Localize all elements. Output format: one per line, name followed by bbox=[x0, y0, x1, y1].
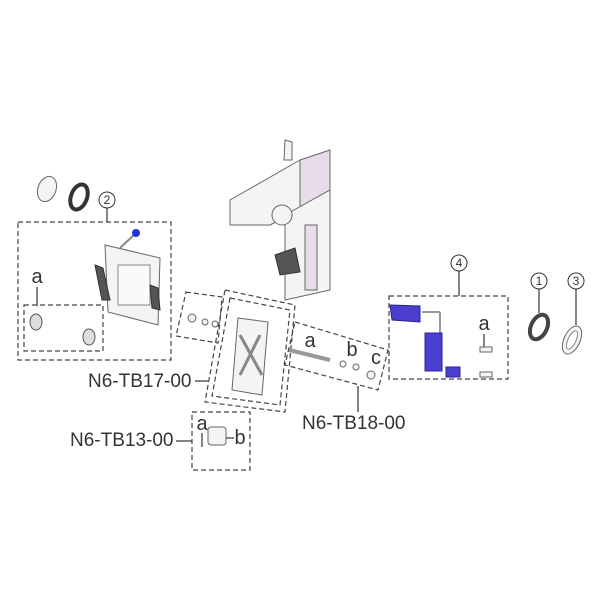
tb17-group: N6-TB17-00 bbox=[88, 289, 296, 413]
item-2-group: 2 a bbox=[17, 191, 172, 361]
callout-4: 4 bbox=[456, 256, 463, 270]
part-number-tb18: N6-TB18-00 bbox=[302, 413, 406, 434]
washer-flat bbox=[36, 175, 58, 203]
tb18-group: a b c N6-TB18-00 bbox=[284, 321, 406, 434]
seal-ring bbox=[68, 182, 90, 212]
spring bbox=[29, 313, 43, 331]
callout-1: 1 bbox=[536, 274, 543, 288]
item-1-group: 1 bbox=[527, 272, 551, 342]
item-4-group: 4 a bbox=[388, 254, 509, 380]
label-a: a bbox=[31, 266, 43, 288]
part-number-tb13: N6-TB13-00 bbox=[70, 430, 174, 451]
item-3-group: 3 bbox=[561, 272, 585, 355]
callout-2: 2 bbox=[104, 193, 111, 207]
label-b: b bbox=[234, 427, 245, 449]
part-number-tb17: N6-TB17-00 bbox=[88, 371, 192, 392]
label-a: a bbox=[196, 413, 208, 435]
label-b: b bbox=[346, 339, 357, 361]
label-a: a bbox=[478, 313, 490, 335]
callout-3: 3 bbox=[573, 274, 580, 288]
spring bbox=[82, 328, 96, 346]
pin bbox=[288, 348, 331, 362]
blue-knob bbox=[132, 229, 140, 237]
nut bbox=[366, 370, 376, 380]
label-a: a bbox=[304, 330, 316, 352]
main-housing-part bbox=[229, 139, 331, 301]
label-c: c bbox=[371, 347, 381, 369]
tb13-group: a b N6-TB13-00 bbox=[70, 411, 251, 471]
seal-ring bbox=[527, 312, 551, 342]
